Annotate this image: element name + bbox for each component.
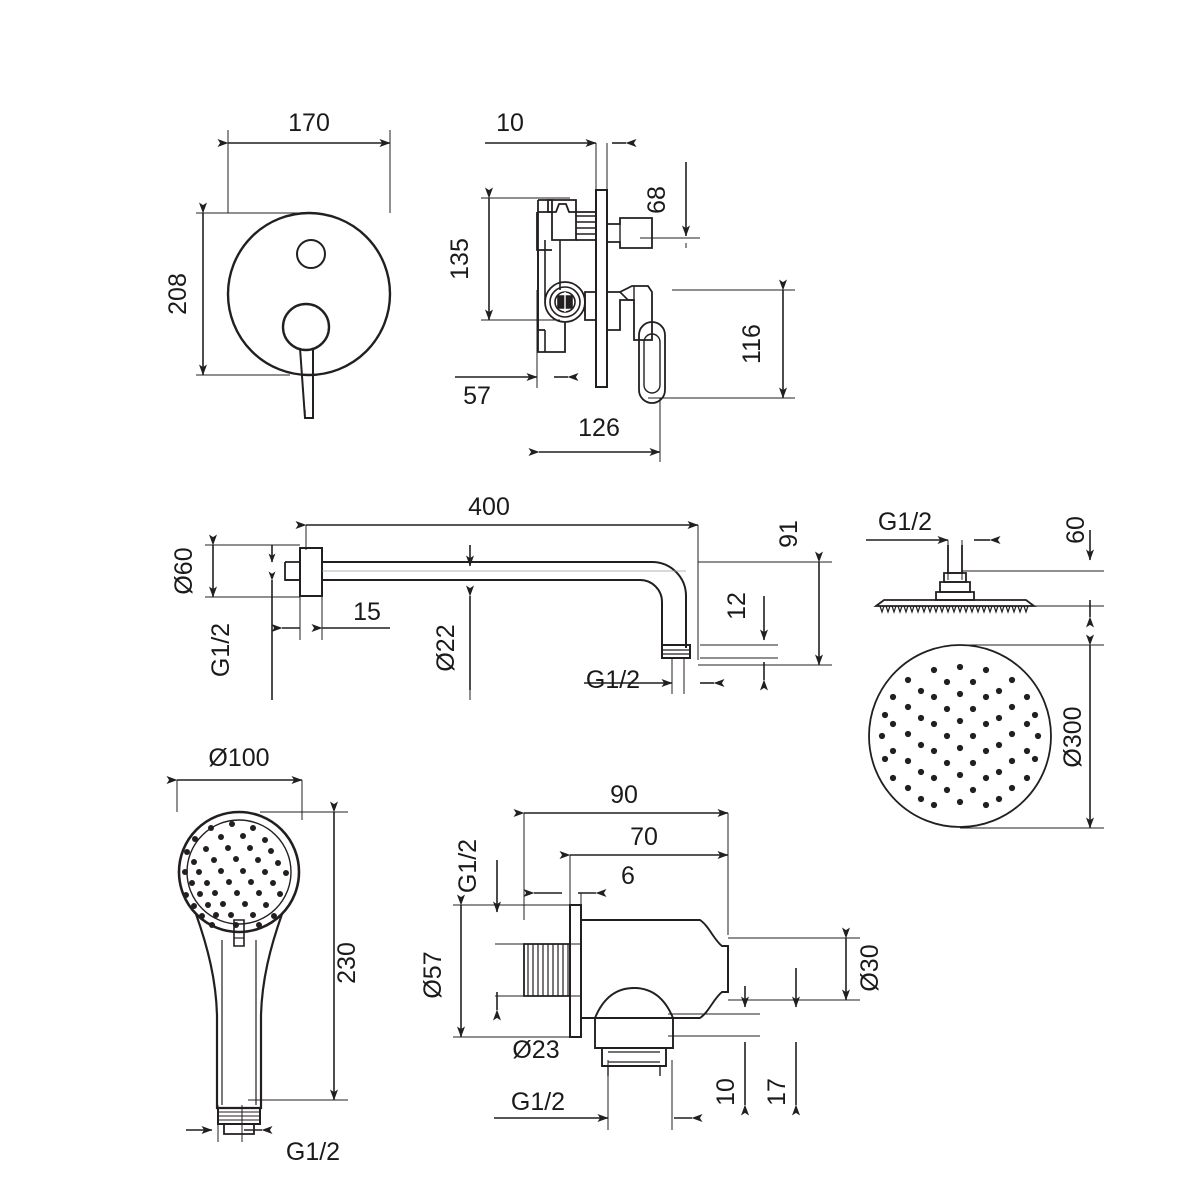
dim-bracket-length: 70 (630, 823, 658, 851)
dim-overhead-thread: G1/2 (878, 508, 932, 536)
dim-mixer-width: 170 (288, 109, 330, 137)
view-mixer-front (196, 130, 392, 419)
dim-arm-flange-dia: Ø60 (170, 547, 198, 594)
dim-body-depth: 57 (463, 382, 491, 410)
hand-shower-nozzle-dots (182, 821, 289, 928)
dim-total-depth: 126 (578, 414, 620, 442)
dim-bracket-offset-17: 17 (763, 1078, 791, 1106)
view-overhead-shower (866, 530, 1104, 829)
dim-holder-dia: Ø30 (856, 944, 884, 991)
view-wall-outlet-bracket (453, 809, 860, 1130)
dim-body-height: 135 (446, 238, 474, 280)
dim-overhead-diameter: Ø300 (1059, 706, 1087, 767)
nozzle-dots (878, 663, 1042, 809)
dim-bracket-thread-dia: Ø23 (512, 1036, 559, 1064)
dim-arm-outlet-offset: 12 (723, 592, 751, 620)
dim-bracket-total-length: 90 (610, 781, 638, 809)
dim-plate-thickness: 10 (496, 109, 524, 137)
view-shower-arm (205, 521, 832, 700)
dim-hand-head-dia: Ø100 (208, 744, 269, 772)
dim-lever-height: 116 (738, 324, 766, 364)
dim-bracket-flange-dia: Ø57 (419, 951, 447, 998)
view-mixer-side (455, 139, 795, 462)
dim-arm-outlet-thread: G1/2 (586, 666, 640, 694)
dim-overhead-height: 60 (1062, 516, 1090, 544)
dim-outlet-height: 68 (643, 186, 671, 214)
dim-mixer-height: 208 (164, 273, 192, 315)
dim-arm-tube-dia: Ø22 (432, 624, 460, 671)
dim-bracket-flange-thickness: 6 (621, 862, 635, 890)
view-hand-shower (166, 776, 348, 1142)
dim-arm-flange-thickness: 15 (353, 598, 381, 626)
dimension-labels: 170 208 10 68 135 116 57 126 400 Ø60 Ø22… (164, 109, 1090, 1166)
dim-bracket-offset-10: 10 (712, 1078, 740, 1106)
dim-hand-thread: G1/2 (286, 1138, 340, 1166)
dim-arm-length: 400 (468, 493, 510, 521)
dim-bracket-thread-top: G1/2 (454, 839, 482, 893)
dim-bracket-thread-bottom: G1/2 (511, 1088, 565, 1116)
dim-arm-drop: 91 (775, 520, 803, 548)
dim-hand-length: 230 (333, 942, 361, 984)
dim-arm-wall-thread: G1/2 (207, 623, 235, 677)
